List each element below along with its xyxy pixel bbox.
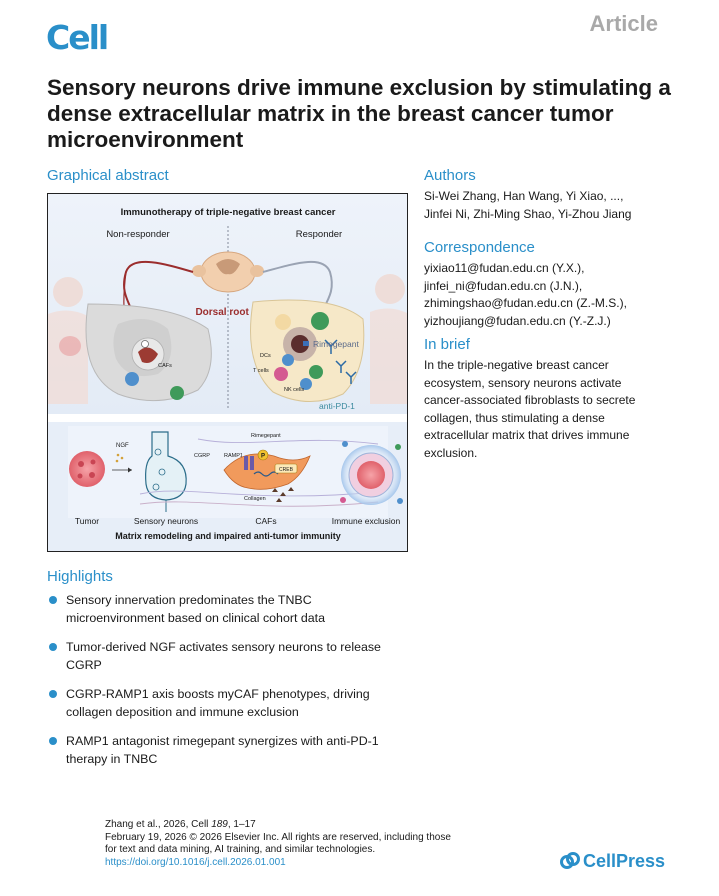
bullet-icon	[49, 643, 57, 651]
t-cells-label: T cells	[253, 368, 269, 374]
highlight-item: Tumor-derived NGF activates sensory neur…	[47, 638, 417, 674]
right-figure-silhouette	[370, 274, 407, 404]
abstract-top-title: Immunotherapy of triple-negative breast …	[121, 207, 336, 218]
bottom-label-sensory-neurons: Sensory neurons	[134, 516, 198, 526]
dcs-label: DCs	[260, 353, 271, 359]
authors-line: Si-Wei Zhang, Han Wang, Yi Xiao, ...,	[424, 189, 624, 203]
sensory-neuron-illustration	[145, 431, 187, 512]
ramp1-label: RAMP1	[224, 453, 243, 459]
citation-line: February 19, 2026 © 2026 Elsevier Inc. A…	[105, 831, 451, 843]
rimegepant-small-label: Rimegepant	[251, 433, 281, 439]
in-brief-line: exclusion.	[424, 445, 478, 460]
abstract-bottom-title: Matrix remodeling and impaired anti-tumo…	[115, 531, 341, 541]
doi-link[interactable]: https://doi.org/10.1016/j.cell.2026.01.0…	[105, 856, 286, 868]
creb-label: CREB	[279, 467, 294, 473]
tumor-illustration	[69, 451, 105, 487]
correspondence-email[interactable]: jinfei_ni@fudan.edu.cn (J.N.),	[424, 278, 583, 293]
anti-pd1-label: anti-PD-1	[319, 401, 355, 411]
responder-breast	[250, 299, 365, 403]
journal-logo: Cell	[46, 18, 109, 57]
in-brief-heading: In brief	[424, 336, 470, 353]
graphical-abstract-figure: Immunotherapy of triple-negative breast …	[48, 194, 407, 551]
responder-label: Responder	[296, 229, 342, 240]
immune-exclusion-illustration	[340, 441, 403, 505]
cellpress-wordmark: CellPress	[583, 850, 666, 871]
left-figure-silhouette	[48, 277, 88, 404]
citation-line: for text and data mining, AI training, a…	[105, 844, 376, 855]
bullet-icon	[49, 690, 57, 698]
correspondence-list[interactable]: yixiao11@fudan.edu.cn (Y.X.), jinfei_ni@…	[424, 260, 684, 330]
authors-list: Si-Wei Zhang, Han Wang, Yi Xiao, ..., Ji…	[424, 188, 684, 223]
graphical-abstract-heading: Graphical abstract	[47, 167, 169, 184]
bullet-icon	[49, 737, 57, 745]
bottom-label-cafs: CAFs	[255, 516, 276, 526]
non-responder-breast	[85, 303, 212, 402]
highlights-heading: Highlights	[47, 568, 113, 585]
p-label: P	[261, 454, 265, 460]
collagen-label: Collagen	[244, 496, 266, 502]
in-brief-line: In the triple-negative breast cancer	[424, 358, 609, 372]
citation-block: Zhang et al., 2026, Cell 189, 1–17 Febru…	[105, 819, 451, 869]
citation-line: Zhang et al., 2026, Cell 189, 1–17	[105, 819, 256, 830]
in-brief-line: ecosystem, sensory neurons activate	[424, 375, 622, 390]
in-brief-line: collagen, thus stimulating a dense	[424, 410, 605, 425]
ngf-label: NGF	[116, 443, 129, 449]
citation-volume: 189	[211, 819, 228, 830]
authors-heading: Authors	[424, 167, 476, 184]
non-responder-label: Non-responder	[106, 229, 169, 240]
drg-label: Dorsal root ganglia	[195, 307, 287, 318]
caf-cell-illustration	[223, 449, 311, 490]
cellpress-logo: CellPress	[560, 850, 665, 872]
cafs-label: CAFs	[158, 363, 172, 369]
in-brief-line: extracellular matrix that drives immune	[424, 428, 630, 442]
bottom-label-immune-exclusion: Immune exclusion	[332, 516, 401, 526]
article-type: Article	[589, 11, 658, 36]
correspondence-heading: Correspondence	[424, 239, 535, 256]
nk-cells-label: NK cells	[284, 387, 304, 393]
correspondence-email[interactable]: zhimingshao@fudan.edu.cn (Z.-M.S.),	[424, 296, 627, 310]
correspondence-email[interactable]: yixiao11@fudan.edu.cn (Y.X.),	[424, 261, 585, 275]
cgrp-label: CGRP	[194, 453, 210, 459]
highlight-item: RAMP1 antagonist rimegepant synergizes w…	[47, 732, 417, 768]
authors-line: Jinfei Ni, Zhi-Ming Shao, Yi-Zhou Jiang	[424, 206, 632, 221]
cellpress-mark-icon	[560, 852, 580, 869]
highlight-item: CGRP-RAMP1 axis boosts myCAF phenotypes,…	[47, 685, 417, 721]
highlights-list: Sensory innervation predominates the TNB…	[47, 591, 417, 768]
bullet-icon	[49, 596, 57, 604]
bottom-label-tumor: Tumor	[75, 516, 99, 526]
in-brief-text: In the triple-negative breast cancer eco…	[424, 357, 684, 462]
article-title: Sensory neurons drive immune exclusion b…	[47, 75, 671, 152]
highlight-item: Sensory innervation predominates the TNB…	[47, 591, 417, 627]
in-brief-line: cancer-associated fibroblasts to secrete	[424, 393, 636, 407]
graphical-abstract: Immunotherapy of triple-negative breast …	[47, 193, 408, 552]
correspondence-email[interactable]: yizhoujiang@fudan.edu.cn (Y.-Z.J.)	[424, 313, 611, 328]
rimegepant-label: Rimegepant	[313, 339, 359, 349]
